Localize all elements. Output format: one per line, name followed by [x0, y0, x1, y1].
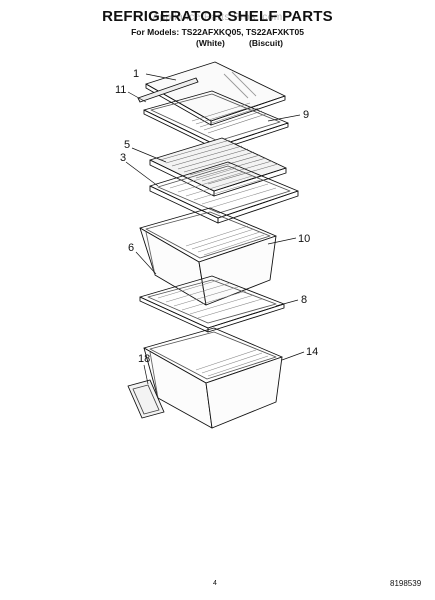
callout-18: 18 — [138, 353, 150, 365]
part-10-crisper-pan — [139, 207, 277, 306]
callout-8: 8 — [301, 294, 307, 306]
color-white-label: (White) — [196, 38, 225, 48]
part-14-crisper-pan — [143, 327, 283, 429]
page-number: 4 — [213, 580, 217, 587]
part-8-pan-cover — [139, 275, 285, 333]
page-title: REFRIGERATOR SHELF PARTS — [102, 8, 333, 25]
part-18-label-plate — [127, 379, 165, 419]
callout-numbers: 1 11 9 5 3 10 6 8 18 14 — [115, 68, 318, 365]
callout-5: 5 — [124, 139, 130, 151]
watermark: Appliance Parts Pros .com — [152, 12, 283, 23]
callout-9: 9 — [303, 109, 309, 121]
part-11-shelf-trim — [137, 77, 199, 103]
models-line: For Models: TS22AFXKQ05, TS22AFXKT05 — [131, 27, 304, 37]
callout-10: 10 — [298, 233, 310, 245]
document-number: 8198539 — [390, 579, 422, 588]
callout-11: 11 — [115, 84, 126, 96]
callout-6: 6 — [128, 242, 134, 254]
callout-14: 14 — [306, 346, 318, 358]
callout-3: 3 — [120, 152, 126, 164]
part-3-shelf-frame — [149, 161, 299, 224]
callout-1: 1 — [133, 68, 139, 80]
part-5-slatted-shelf — [149, 137, 287, 197]
color-biscuit-label: (Biscuit) — [249, 38, 283, 48]
leader-lines — [125, 73, 305, 385]
part-1-glass-shelf — [145, 61, 286, 126]
